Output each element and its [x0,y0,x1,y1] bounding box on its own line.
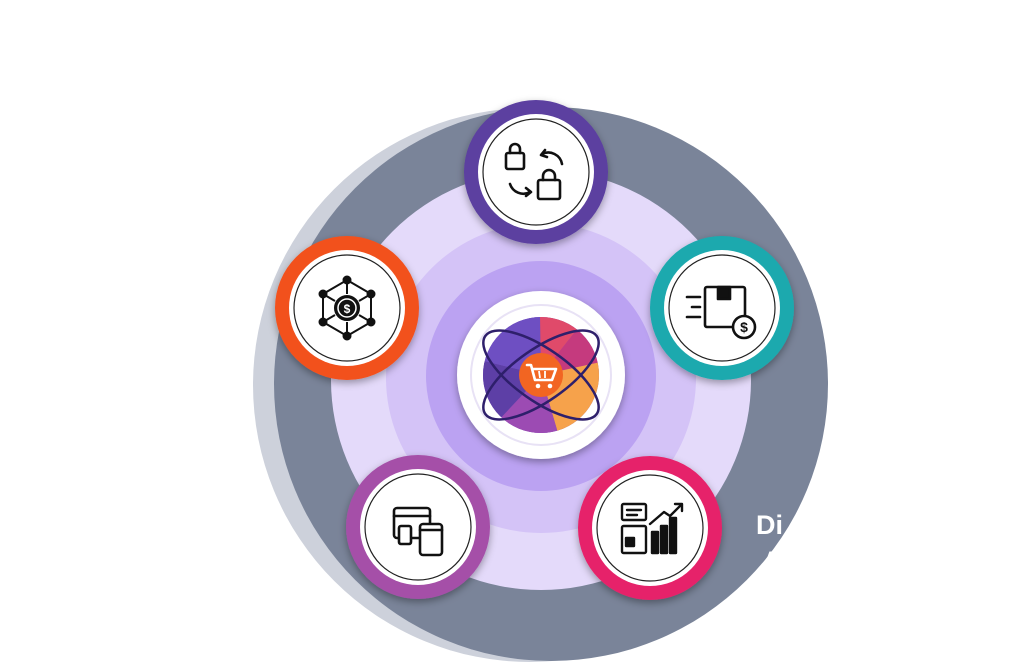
node-bottom-left [346,455,490,599]
caption-line-2: A [762,546,782,576]
payment-network-icon [318,275,376,341]
caption-clip: Di A [0,0,830,672]
dollar-glyph: $ [344,302,351,316]
node-left: $ [275,236,419,380]
node-right: $ [650,236,794,380]
node-bottom-right [578,456,722,600]
center-hub [457,291,625,459]
swap-bags-icon [504,142,564,201]
analytics-report-icon [620,502,684,555]
dollar-glyph: $ [740,319,748,335]
package-payment-icon [685,285,757,340]
multi-device-icon [392,506,444,557]
node-top [464,100,608,244]
caption-line-1: Di [756,510,783,540]
shopping-cart-icon [519,353,563,397]
